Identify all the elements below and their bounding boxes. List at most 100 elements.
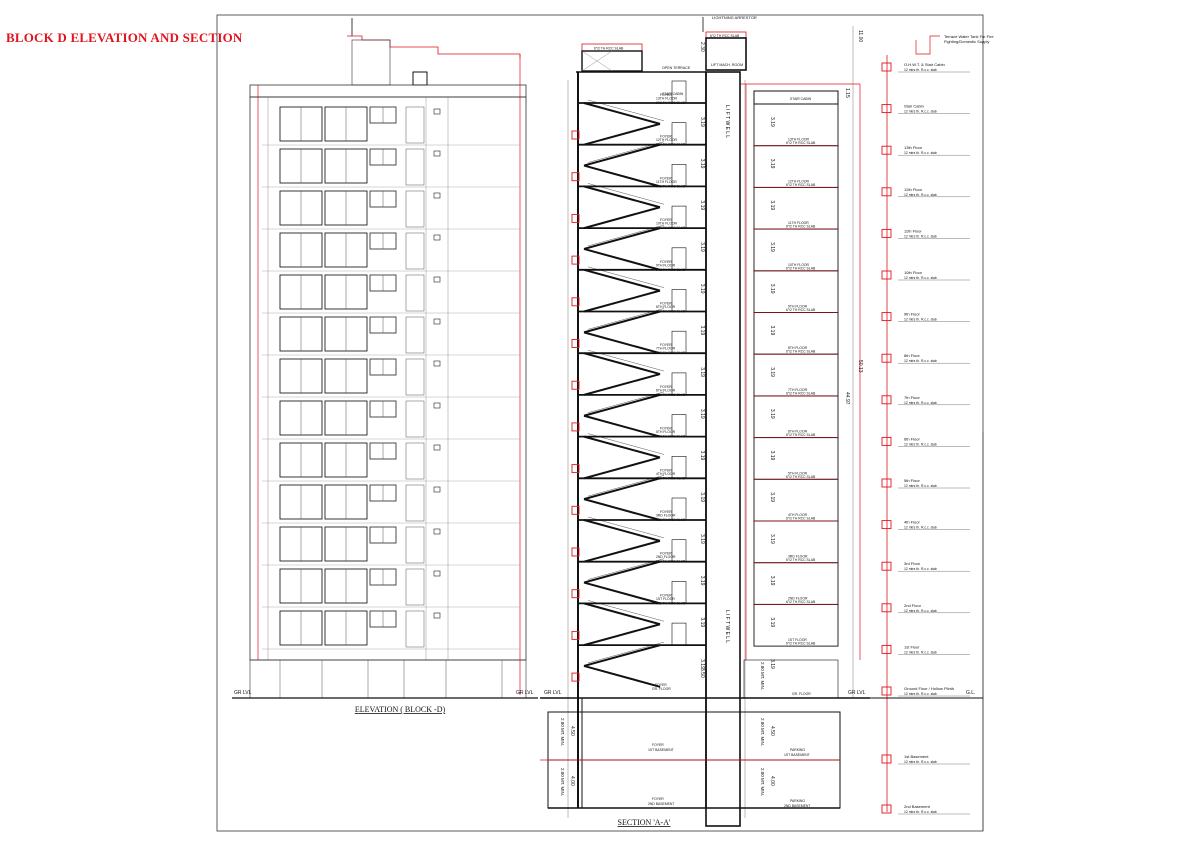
right-slab-label: 6"/2 TH RCC SLAB — [786, 433, 816, 437]
landing-valve — [881, 644, 892, 654]
fire-hose-box — [571, 464, 580, 474]
riser-level-label: 2nd Basement — [904, 804, 931, 809]
stair-flight — [583, 456, 661, 480]
gf-foyer-label: FOYER — [655, 683, 667, 687]
stair-flight — [583, 602, 661, 626]
riser-sub-note: 12 mtrs th. R.c.c. slab — [904, 193, 937, 197]
dim-floor-right: 3.19 — [769, 159, 775, 169]
stair-flight — [583, 143, 661, 167]
stair-flight — [583, 560, 661, 584]
min-ht-b2: 2.80 MT. MIN. — [560, 768, 565, 796]
slab-label: 6"/2 TH RCC SLAB — [656, 560, 686, 564]
landing-valve — [881, 228, 892, 238]
riser-sub-note: 12 mtrs th. R.c.c. slab — [904, 692, 937, 696]
stair-flight — [583, 247, 661, 271]
right-floor-label: 13TH FLOOR — [788, 138, 809, 142]
floor-label: 8TH FLOOR — [656, 305, 676, 309]
stair-flight — [583, 477, 661, 501]
basement2-parking: PARKING — [790, 799, 805, 803]
landing-valve — [881, 62, 892, 72]
dim-floor: 3.19 — [699, 159, 705, 169]
right-slab-label: 6"/2 TH RCC SLAB — [786, 558, 816, 562]
door — [671, 455, 687, 479]
lightning-arrester-label: LIGHTNING ARRESTOR — [712, 15, 757, 20]
foyer-label: FOYER — [660, 93, 672, 97]
min-ht-b2-right: 2.80 MT. MIN. — [760, 768, 765, 796]
floor-label: 7TH FLOOR — [656, 347, 676, 351]
stair-window — [405, 274, 425, 312]
riser-level-label: 1st Basement — [904, 754, 929, 759]
riser-level-label: 2nd Floor — [904, 603, 922, 608]
dim-floor: 3.19 — [699, 284, 705, 294]
lift-machine-room — [705, 37, 747, 71]
dim-overall: 11.00 — [857, 30, 863, 42]
landing-valve — [881, 187, 892, 197]
right-floor-label: 6TH FLOOR — [788, 430, 808, 434]
vent — [433, 570, 441, 577]
stair-window — [405, 400, 425, 438]
dim-floor-right: 3.19 — [769, 659, 775, 669]
basement2-parking-level: 2ND BASEMENT — [784, 804, 810, 808]
elevation-cabin — [351, 39, 391, 86]
right-slab-label: 6"/2 TH RCC SLAB — [786, 183, 816, 187]
right-floor-label: 9TH FLOOR — [788, 305, 808, 309]
basement1-parking-level: 1ST BASEMENT — [784, 753, 810, 757]
landing-valve — [881, 436, 892, 446]
dim-floor: 3.19 — [699, 576, 705, 586]
elevation-facade — [249, 96, 527, 661]
dim-floor-right: 3.19 — [769, 242, 775, 252]
stair-window — [405, 610, 425, 648]
right-floor-label: 3RD FLOOR — [788, 555, 808, 559]
section-gl-left: GR LVL — [544, 690, 562, 696]
dim-floor-right: 3.19 — [769, 117, 775, 127]
riser-sub-note: 12 mtrs th. R.c.c. slab — [904, 760, 937, 764]
dim-floor-right: 3.19 — [769, 492, 775, 502]
landing-valve — [881, 603, 892, 613]
gf-floor-label: GR. FLOOR — [652, 687, 671, 691]
slab-label: 6"/2 TH RCC SLAB — [656, 101, 686, 105]
door — [671, 205, 687, 229]
fire-hose-box — [571, 589, 580, 599]
dim-b1-right: 4.50 — [769, 726, 775, 736]
stair-flight — [583, 185, 661, 209]
right-slab-label: 6"/2 TH RCC SLAB — [786, 225, 816, 229]
slab-label: 6"/2 TH RCC SLAB — [656, 476, 686, 480]
dim-b2: 4.00 — [569, 776, 575, 786]
right-floor-label: 7TH FLOOR — [788, 388, 808, 392]
stair-flight — [583, 227, 661, 250]
open-terrace-label: OPEN TERRACE — [662, 66, 691, 70]
slab-label: 6"/2 TH RCC SLAB — [656, 143, 686, 147]
vent — [433, 108, 441, 115]
door — [671, 372, 687, 396]
right-floor-label: 5TH FLOOR — [788, 471, 808, 475]
foyer-label: FOYER — [660, 176, 672, 180]
foyer-label: FOYER — [660, 135, 672, 139]
riser-gl-label: G.L. — [966, 690, 975, 696]
right-slab-label: 6"/2 TH RCC SLAB — [786, 266, 816, 270]
right-slab-label: 6"/2 TH RCC SLAB — [786, 308, 816, 312]
stair-flight — [583, 352, 661, 376]
fire-hose-box — [571, 339, 580, 348]
elevation-caption: ELEVATION ( BLOCK -D) — [355, 705, 446, 714]
stair-window — [405, 232, 425, 270]
gf-right-label: GR. FLOOR — [792, 692, 811, 696]
vent — [433, 276, 441, 283]
dim-b1: 4.50 — [569, 726, 575, 736]
slab-label: 6"/2 TH RCC SLAB — [656, 184, 686, 188]
vent — [433, 402, 441, 409]
riser-level-label: 12th Floor — [904, 187, 923, 192]
top-cabin-walls — [581, 50, 643, 72]
floor-label: 2ND FLOOR — [656, 555, 676, 559]
riser-level-label: O.H.W.T. & Stair Cabin — [904, 62, 945, 67]
riser-level-label: 5th Floor — [904, 478, 920, 483]
foyer-label: FOYER — [660, 552, 672, 556]
landing-valve — [881, 270, 892, 280]
floor-label: 4TH FLOOR — [656, 472, 676, 476]
stair-flight — [583, 623, 661, 647]
riser-sub-note: 12 mtrs th. R.c.c. slab — [904, 234, 937, 238]
dim-floor-right: 3.19 — [769, 367, 775, 377]
landing-valve — [881, 312, 892, 322]
stair-cabin-label: STAIR CABIN — [662, 92, 684, 96]
door — [671, 622, 687, 646]
slab-label: 6"/2 TH RCC SLAB — [656, 268, 686, 272]
